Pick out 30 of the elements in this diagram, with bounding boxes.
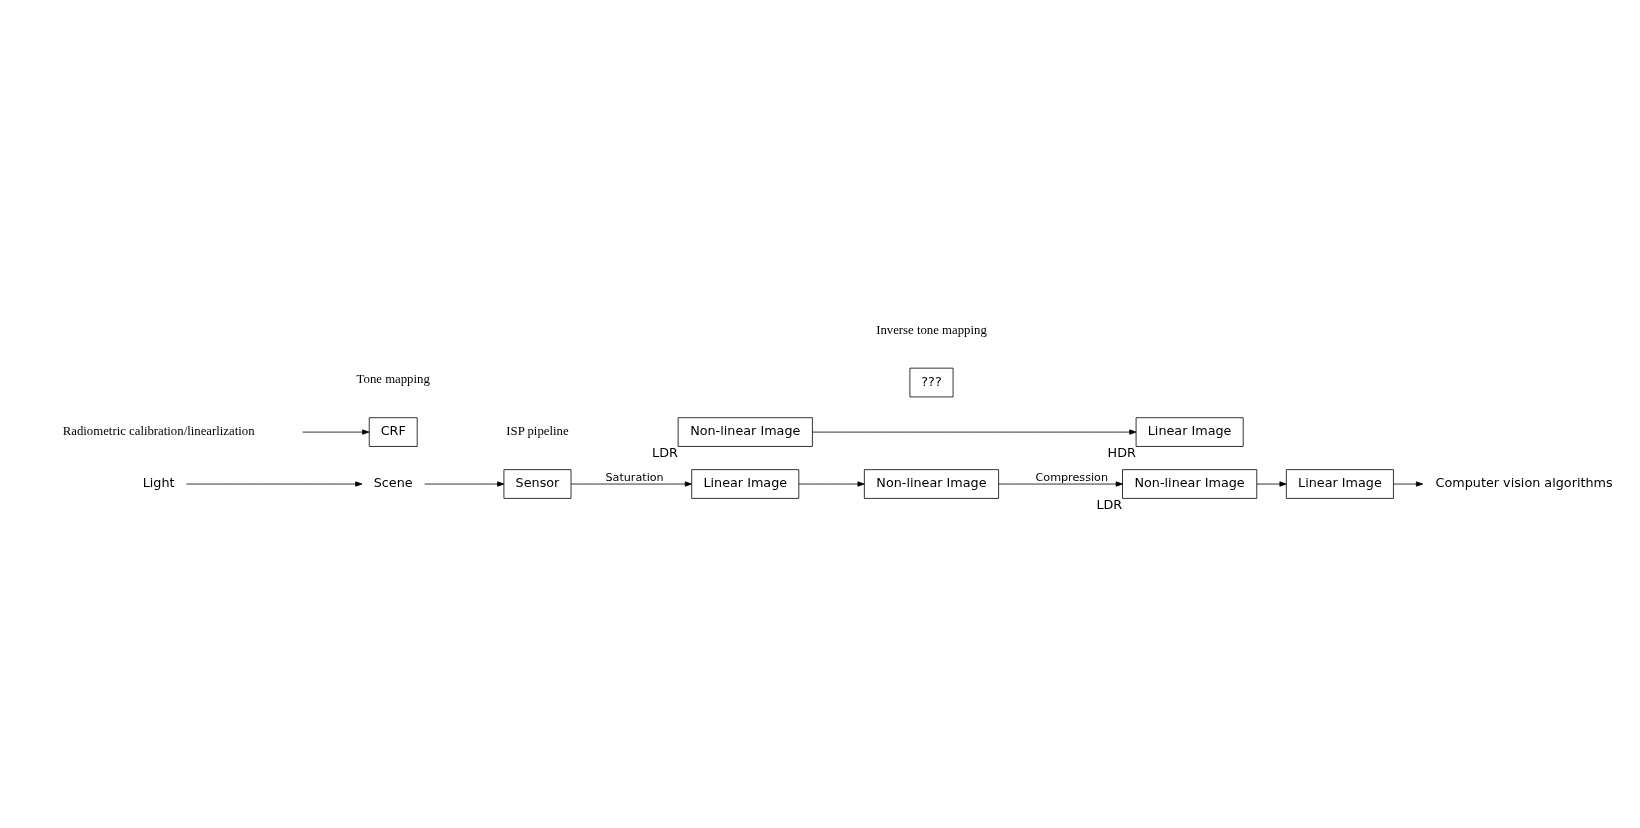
node-box: Non-linear Image (677, 416, 813, 447)
edge-label: Compression (1035, 470, 1108, 484)
edge-label: Saturation (605, 470, 664, 484)
arrow (570, 480, 692, 487)
node-box: Linear Image (1285, 468, 1394, 499)
node-text: Radiometric calibration/linearlization (62, 423, 255, 438)
node-text: Scene (373, 474, 413, 490)
arrow (798, 480, 865, 487)
arrow (1256, 480, 1287, 487)
node-text: Computer vision algorithms (1435, 474, 1613, 490)
node-box: Linear Image (1135, 416, 1244, 447)
label: ISP pipeline (506, 423, 569, 438)
label: Inverse tone mapping (876, 322, 987, 337)
node-label: HDR (1107, 444, 1136, 460)
node-box: ??? (909, 367, 954, 397)
node-text: Light (142, 474, 175, 490)
arrow (812, 428, 1137, 435)
node-box: Non-linear Image (863, 468, 999, 499)
node-box: Non-linear Image (1122, 468, 1258, 499)
arrow (186, 480, 363, 487)
label: Tone mapping (356, 371, 430, 386)
node-label: LDR (1096, 496, 1123, 512)
node-box: Sensor (503, 468, 572, 499)
arrow (998, 480, 1123, 487)
node-label: LDR (652, 444, 678, 460)
arrow (302, 428, 370, 435)
arrow (424, 480, 505, 487)
node-box: Linear Image (691, 468, 800, 499)
node-box: CRF (368, 416, 418, 447)
arrow (1393, 480, 1424, 487)
